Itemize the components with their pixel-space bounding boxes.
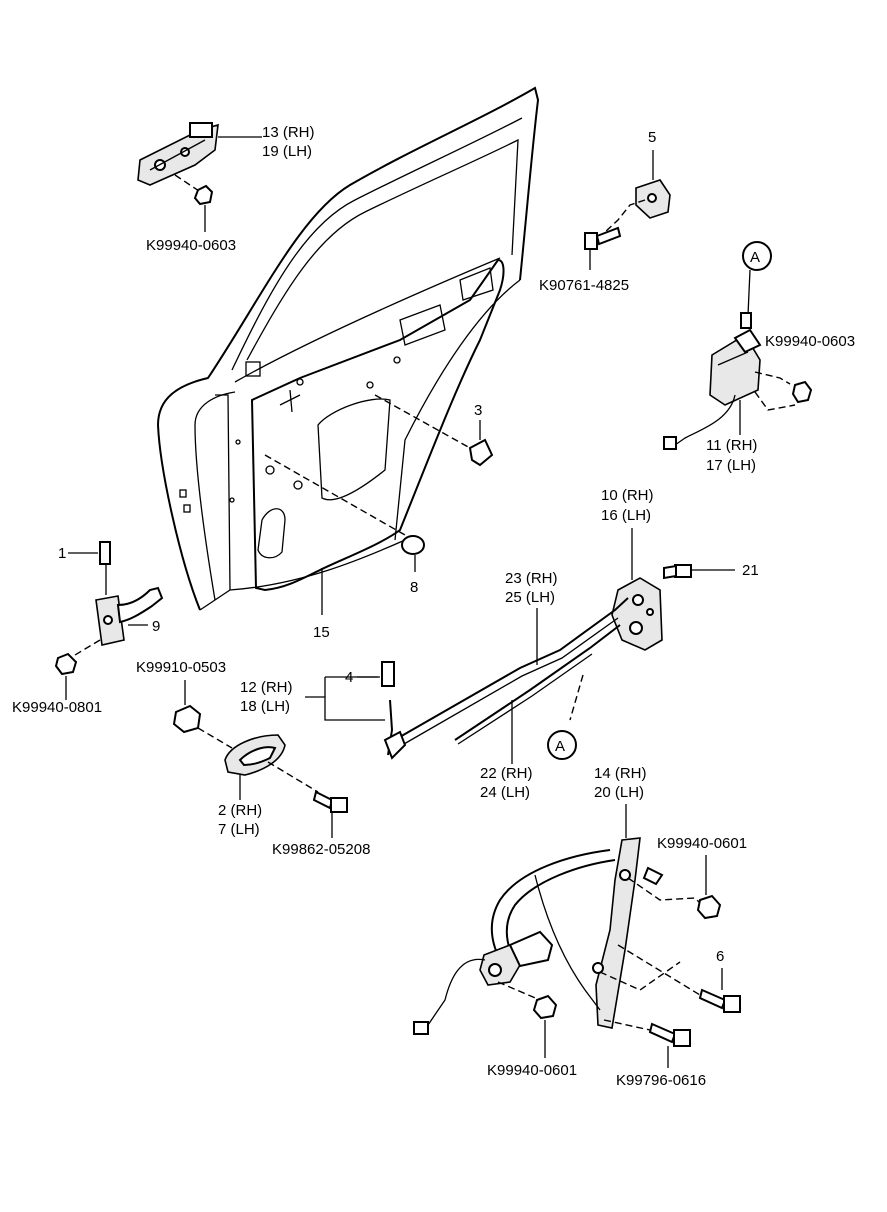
bolt-icon [584, 226, 622, 250]
label-11-rh: 11 (RH) [706, 437, 757, 454]
door-trim-panel [229, 258, 505, 592]
plug-icon [401, 535, 425, 555]
label-6: 6 [716, 948, 724, 965]
label-13-rh: 13 (RH) [262, 124, 315, 141]
label-k99940-0801: K99940-0801 [12, 699, 102, 716]
nut-icon [791, 380, 813, 404]
label-3: 3 [474, 402, 482, 419]
svg-text:A: A [555, 738, 565, 755]
label-7-lh: 7 (LH) [218, 821, 260, 838]
rod-end [383, 699, 407, 760]
callout-circle-a-bottom: A [547, 730, 577, 760]
label-10-rh: 10 (RH) [601, 487, 654, 504]
nut-icon [193, 184, 214, 206]
release-rod [454, 624, 621, 745]
nut-icon [172, 704, 202, 734]
inner-door-handle [224, 734, 286, 776]
label-12-rh: 12 (RH) [240, 679, 293, 696]
label-23-rh: 23 (RH) [505, 570, 558, 587]
lock-rod [397, 597, 629, 745]
label-25-lh: 25 (LH) [505, 589, 555, 606]
label-k90761-4825: K90761-4825 [539, 277, 629, 294]
label-8: 8 [410, 579, 418, 596]
label-21: 21 [742, 562, 759, 579]
label-5: 5 [648, 129, 656, 146]
label-k99940-0601-bottom: K99940-0601 [487, 1062, 577, 1079]
bolt-icon [642, 866, 664, 886]
label-16-lh: 16 (LH) [601, 507, 651, 524]
door-lock-actuator [709, 312, 762, 406]
label-k99910-0503: K99910-0503 [136, 659, 226, 676]
label-1: 1 [58, 545, 66, 562]
label-k99940-0603-top: K99940-0603 [146, 237, 236, 254]
label-k99940-0601-right: K99940-0601 [657, 835, 747, 852]
label-9: 9 [152, 618, 160, 635]
label-18-lh: 18 (LH) [240, 698, 290, 715]
hinge-pin-icon [99, 541, 111, 565]
door-hinge [95, 586, 164, 646]
window-regulator [413, 837, 641, 1035]
rod-clip-icon [381, 661, 395, 687]
nut-icon [532, 994, 558, 1020]
label-2-rh: 2 (RH) [218, 802, 262, 819]
label-22-rh: 22 (RH) [480, 765, 533, 782]
label-14-rh: 14 (RH) [594, 765, 647, 782]
bolt-icon [663, 564, 692, 580]
svg-text:A: A [750, 249, 760, 266]
nut-icon [54, 652, 78, 676]
nut-icon [696, 894, 722, 920]
clip-icon [468, 438, 494, 467]
door-check-part [635, 179, 671, 219]
label-15: 15 [313, 624, 330, 641]
label-24-lh: 24 (LH) [480, 784, 530, 801]
callout-circle-a-top: A [742, 241, 772, 271]
label-20-lh: 20 (LH) [594, 784, 644, 801]
outer-door-handle [137, 122, 219, 186]
label-k99862-05208: K99862-05208 [272, 841, 370, 858]
screw-icon [312, 790, 348, 813]
bolt-icon [698, 988, 741, 1013]
label-k99940-0603-right: K99940-0603 [765, 333, 855, 350]
door-latch [611, 577, 663, 651]
label-k99796-0616: K99796-0616 [616, 1072, 706, 1089]
label-17-lh: 17 (LH) [706, 457, 756, 474]
label-19-lh: 19 (LH) [262, 143, 312, 160]
bolt-icon [648, 1022, 691, 1047]
door-shell [156, 86, 540, 611]
